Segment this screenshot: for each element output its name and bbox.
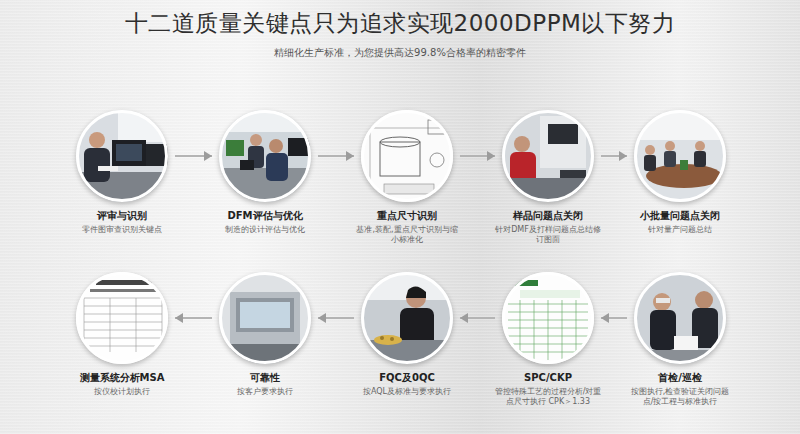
flow-arrow [601, 313, 627, 323]
diagram-title: 十二道质量关键点只为追求实现2000DPPM以下努力 [0, 8, 800, 39]
step-circle: SPC/CKP管控特殊工艺的过程分析/对重点尺寸执行 CPK＞1.33 [502, 272, 594, 364]
step-caption: DFM评估与优化制造的设计评估与优化 [211, 209, 319, 235]
flow-arrow [460, 313, 495, 323]
step-title: SPC/CKP [494, 371, 602, 384]
arrow-head [346, 151, 354, 161]
step-title: DFM评估与优化 [211, 209, 319, 222]
step-caption: 可靠性按客户要求执行 [211, 371, 319, 397]
step-circle: 样品问题点关闭针对DMF及打样问题点总结修订图面 [502, 110, 594, 202]
step-description: 制造的设计评估与优化 [211, 225, 319, 235]
step-circle: 首检/巡检按图执行,检查验证关闭问题点/按工程与标准执行 [634, 272, 726, 364]
spc-sheet-photo [502, 272, 594, 364]
step-title: 可靠性 [211, 371, 319, 384]
step-description: 针对量产问题总结 [626, 225, 734, 235]
step-caption: 测量系统分析MSA 按仪校计划执行 [68, 371, 176, 397]
meeting-photo [634, 110, 726, 202]
step-description: 按AQL及标准与要求执行 [353, 387, 461, 397]
flow-arrow [318, 151, 354, 161]
step-caption: 样品问题点关闭针对DMF及打样问题点总结修订图面 [494, 209, 602, 246]
arrow-head [460, 313, 468, 323]
step-circle: 可靠性按客户要求执行 [219, 272, 311, 364]
step-caption: 小批量问题点关闭针对量产问题总结 [626, 209, 734, 235]
step-description: 针对DMF及打样问题点总结修订图面 [494, 225, 602, 246]
office-photo [76, 110, 168, 202]
arrow-head [318, 313, 326, 323]
arrow-head [487, 151, 495, 161]
flow-arrow [175, 313, 212, 323]
step-circle: 评审与识别零件图审查识别关键点 [76, 110, 168, 202]
step-caption: 首检/巡检按图执行,检查验证关闭问题点/按工程与标准执行 [626, 371, 734, 408]
subtitle-label: 精细化生产标准，为您提供高达99.8%合格率的精密零件 [0, 46, 800, 60]
arrow-head [601, 313, 609, 323]
step-circle: 测量系统分析MSA按仪校计划执行 [76, 272, 168, 364]
msa-report-photo [76, 272, 168, 364]
flow-arrow [601, 151, 627, 161]
step-description: 按图执行,检查验证关闭问题点/按工程与标准执行 [626, 387, 734, 408]
step-caption: SPC/CKP 管控特殊工艺的过程分析/对重点尺寸执行 CPK＞1.33 [494, 371, 602, 408]
arrow-head [204, 151, 212, 161]
office-photo [219, 110, 314, 202]
step-circle: 重点尺寸识别基准,装配,重点尺寸识别与缩小标准化 [361, 110, 453, 202]
step-caption: FQC及0QC 按AQL及标准与要求执行 [353, 371, 461, 397]
step-title: 首检/巡检 [626, 371, 734, 384]
step-title: 评审与识别 [68, 209, 176, 222]
step-circle: DFM评估与优化制造的设计评估与优化 [219, 110, 311, 202]
measuring-photo [502, 110, 594, 202]
drawing-photo [361, 110, 453, 202]
step-title: 小批量问题点关闭 [626, 209, 734, 222]
test-chamber-photo [219, 272, 311, 364]
fqc-photo [361, 272, 453, 364]
step-title: 重点尺寸识别 [353, 209, 461, 222]
step-circle: 小批量问题点关闭针对量产问题总结 [634, 110, 726, 202]
step-description: 管控特殊工艺的过程分析/对重点尺寸执行 CPK＞1.33 [494, 387, 602, 408]
step-description: 零件图审查识别关键点 [68, 225, 176, 235]
flow-arrow [460, 151, 495, 161]
step-caption: 重点尺寸识别基准,装配,重点尺寸识别与缩小标准化 [353, 209, 461, 246]
step-description: 按仪校计划执行 [68, 387, 176, 397]
step-caption: 评审与识别零件图审查识别关键点 [68, 209, 176, 235]
step-circle: FQC及0QC按AQL及标准与要求执行 [361, 272, 453, 364]
flow-arrow [175, 151, 212, 161]
inspection-photo [634, 272, 726, 364]
step-description: 基准,装配,重点尺寸识别与缩小标准化 [353, 225, 461, 246]
flow-arrow [318, 313, 354, 323]
step-title: 样品问题点关闭 [494, 209, 602, 222]
step-title: 测量系统分析MSA [68, 371, 176, 384]
arrow-head [175, 313, 183, 323]
step-title: FQC及0QC [353, 371, 461, 384]
step-description: 按客户要求执行 [211, 387, 319, 397]
arrow-head [619, 151, 627, 161]
